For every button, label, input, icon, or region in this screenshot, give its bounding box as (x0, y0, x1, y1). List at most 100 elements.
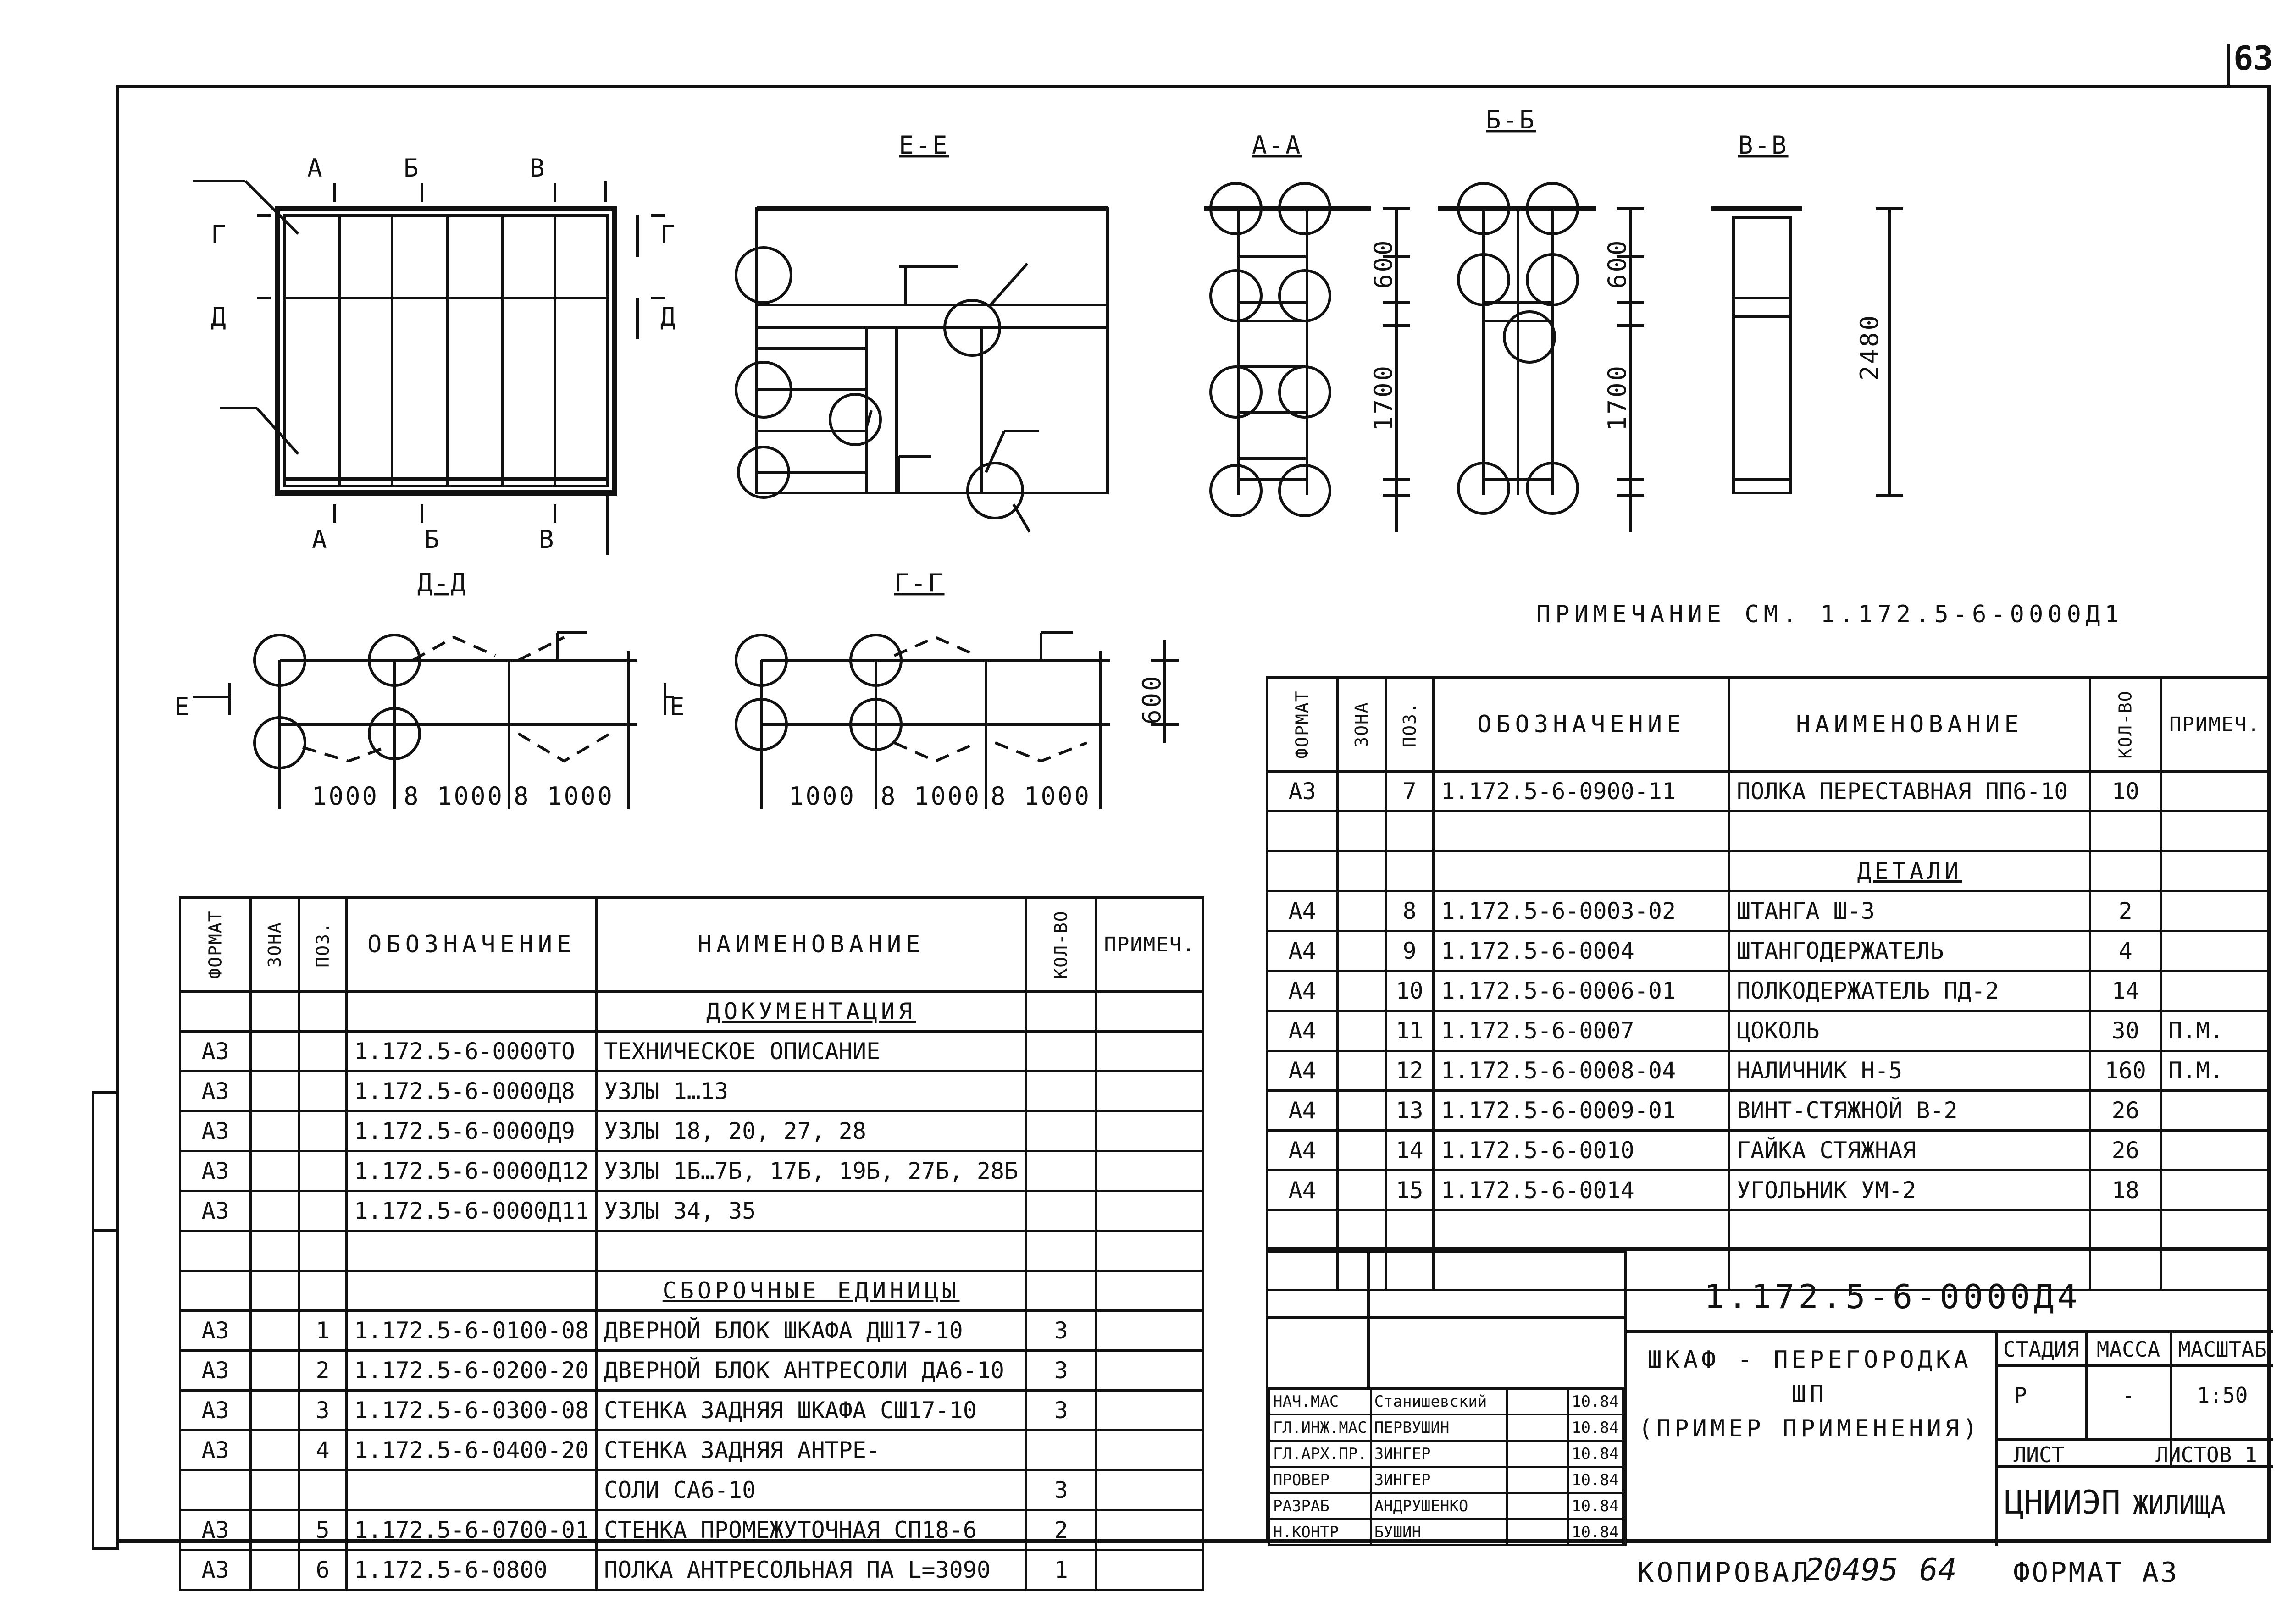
tb-divider (1995, 1465, 2273, 1468)
footer-copied-number: 20495 (1805, 1552, 1899, 1588)
signature-name: ЗИНГЕР (1369, 1466, 1508, 1494)
cell-zone (249, 1270, 300, 1312)
cell-qty: 160 (2089, 1050, 2162, 1092)
cell-pos (297, 1110, 348, 1152)
cell-note: П.М. (2160, 1010, 2270, 1052)
cell-format: А4 (1265, 1169, 1339, 1211)
cell-designation: 1.172.5-6-0000Д8 (345, 1070, 598, 1112)
cell-designation: 1.172.5-6-0300-08 (345, 1389, 598, 1431)
cell-format (178, 1230, 252, 1272)
cell-name (1728, 810, 2092, 852)
cell-qty (1025, 1429, 1098, 1471)
mark-g-left: Г (211, 220, 228, 249)
cell-pos: 14 (1384, 1129, 1435, 1171)
table-row: ДЕТАЛИ (1265, 850, 2270, 892)
cell-format: А3 (178, 1070, 252, 1112)
signature-name: БУШИН (1369, 1518, 1508, 1546)
dim-1700-a: 1700 (1369, 364, 1398, 431)
cell-pos (1384, 850, 1435, 892)
sheets-label: ЛИСТОВ 1 (2155, 1442, 2257, 1467)
cell-designation (345, 1230, 598, 1272)
cell-note (1095, 1190, 1204, 1232)
cell-name: ПОЛКА АНТРЕСОЛЬНАЯ ПА L=3090 (595, 1549, 1027, 1591)
cell-zone (1336, 810, 1387, 852)
cell-note: П.М. (2160, 1050, 2270, 1092)
cell-pos (297, 1270, 348, 1312)
signature-date: 10.84 (1567, 1466, 1624, 1494)
dim-1000-d2: 8 1000 (404, 782, 504, 811)
cell-zone (249, 1309, 300, 1352)
table-row (1265, 1249, 2270, 1291)
note-reference: ПРИМЕЧАНИЕ СМ. 1.172.5-6-0000Д1 (1536, 601, 2124, 628)
cell-zone (249, 1349, 300, 1392)
signature-role: ПРОВЕР (1268, 1466, 1372, 1494)
signature-date: 10.84 (1567, 1440, 1624, 1468)
document-title-line3: (ПРИМЕР ПРИМЕНЕНИЯ) (1638, 1415, 1981, 1442)
cell-designation: 1.172.5-6-0003-02 (1432, 890, 1730, 932)
cell-designation: 1.172.5-6-0008-04 (1432, 1050, 1730, 1092)
cell-name: ВИНТ-СТЯЖНОЙ В-2 (1728, 1089, 2092, 1132)
dim-1000-g1: 1000 (789, 782, 856, 811)
cell-format: А3 (178, 1030, 252, 1072)
cell-designation: 1.172.5-6-0006-01 (1432, 970, 1730, 1012)
table-row (1265, 810, 2270, 852)
cell-qty: 14 (2089, 970, 2162, 1012)
cell-designation: 1.172.5-6-0400-20 (345, 1429, 598, 1471)
cell-pos (297, 1190, 348, 1232)
title-block: 1.172.5-6-0000Д4 ШКАФ - ПЕРЕГОРОДКА ШП (… (1266, 1247, 2273, 1546)
cell-note (2160, 1209, 2270, 1251)
header-format: ФОРМАТ (178, 896, 252, 993)
cell-designation (1432, 850, 1730, 892)
cell-qty: 26 (2089, 1089, 2162, 1132)
signature-sign (1506, 1414, 1569, 1442)
cell-name: ГАЙКА СТЯЖНАЯ (1728, 1129, 2092, 1171)
cell-format: А3 (178, 1110, 252, 1152)
cell-designation: 1.172.5-6-0200-20 (345, 1349, 598, 1392)
cell-zone (1336, 1089, 1387, 1132)
header-name: НАИМЕНОВАНИЕ (1728, 676, 2092, 773)
mark-v-bottom: В (539, 525, 556, 554)
header-zone: ЗОНА (1336, 676, 1387, 773)
cell-designation: 1.172.5-6-0007 (1432, 1010, 1730, 1052)
cell-designation (1432, 1209, 1730, 1251)
cell-note (2160, 970, 2270, 1012)
cell-qty: 3 (1025, 1349, 1098, 1392)
cell-pos: 7 (1384, 770, 1435, 812)
cell-note (1095, 1429, 1204, 1471)
cell-zone (249, 1030, 300, 1072)
section-heading: ДЕТАЛИ (1728, 850, 2092, 892)
table-row (1265, 1209, 2270, 1251)
cell-zone (249, 1230, 300, 1272)
cell-qty (1025, 1270, 1098, 1312)
dim-600-g: 600 (1137, 674, 1166, 724)
cell-format: А3 (178, 1429, 252, 1471)
cell-name: ЦОКОЛЬ (1728, 1010, 2092, 1052)
footer-format-label: ФОРМАТ А3 (2013, 1557, 2179, 1589)
section-heading: СБОРОЧНЫЕ ЕДИНИЦЫ (595, 1270, 1027, 1312)
dim-2480: 2480 (1855, 314, 1884, 381)
cell-pos: 12 (1384, 1050, 1435, 1092)
cell-designation: 1.172.5-6-0014 (1432, 1169, 1730, 1211)
signature-sign (1506, 1440, 1569, 1468)
cell-designation: 1.172.5-6-0100-08 (345, 1309, 598, 1352)
cell-note (2160, 930, 2270, 972)
cell-pos (297, 1230, 348, 1272)
signature-sign (1506, 1387, 1569, 1415)
cell-format: А4 (1265, 970, 1339, 1012)
header-name: НАИМЕНОВАНИЕ (595, 896, 1027, 993)
cell-note (2160, 890, 2270, 932)
signature-role: РАЗРАБ (1268, 1492, 1372, 1520)
cell-pos: 11 (1384, 1010, 1435, 1052)
